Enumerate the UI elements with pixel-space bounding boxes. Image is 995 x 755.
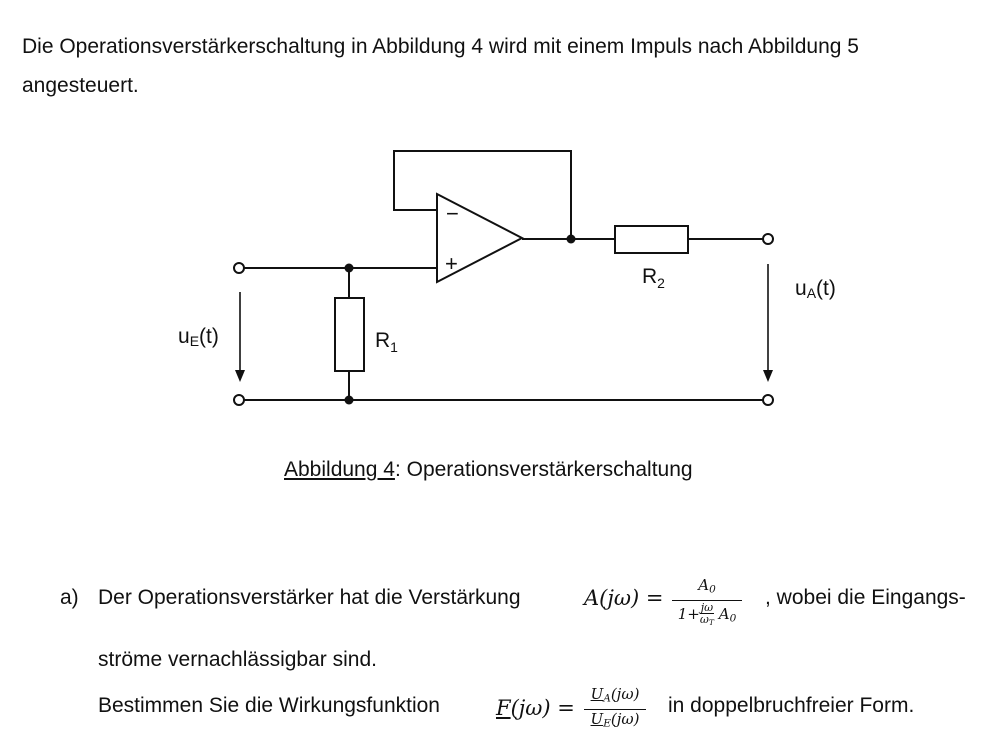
task-a-line2: ströme vernachlässigbar sind. [98,648,377,671]
task-marker: a) [60,586,79,609]
opamp-circuit-diagram: − + R1 R2 uE(t) uA(t) [178,150,836,406]
ua-arrowhead [763,370,773,382]
junction-output [566,234,576,244]
resistor-r2 [614,225,689,254]
task-a-line3: Bestimmen Sie die Wirkungsfunktion [98,694,440,717]
ue-arrowhead [235,370,245,382]
figure-caption: Abbildung 4: Operationsverstärkerschaltu… [284,458,693,482]
junction-ground [344,395,354,405]
task-a-line3-suffix: in doppelbruchfreier Form. [668,694,915,717]
task-a-line1-suffix: , wobei die Eingangs- [765,586,966,609]
feedback-wire [393,150,572,239]
transfer-function-lhs: F(jω) = [496,696,575,720]
opamp-triangle [436,192,525,284]
ua-label: uA(t) [795,277,836,301]
intro-paragraph: Die Operationsverstärkerschaltung in Abb… [22,35,859,97]
gain-formula-lhs: A(jω) = [584,586,664,610]
r1-label: R1 [375,329,398,355]
figure-title: : Operationsverstärkerschaltung [394,458,693,481]
junction-input [344,263,354,273]
output-terminal-top [762,233,774,245]
figure-reference: Abbildung 4 [284,458,395,481]
transfer-function-fraction: UA(jω) UE(jω) [584,686,646,732]
minus-label: − [446,201,459,226]
input-terminal-top [233,262,245,274]
ue-label: uE(t) [178,325,219,349]
resistor-r1 [334,297,365,372]
output-terminal-bottom [762,394,774,406]
task-a-line1: Der Operationsverstärker hat die Verstär… [98,586,521,609]
input-terminal-bottom [233,394,245,406]
plus-label: + [445,251,458,276]
r2-label: R2 [642,265,665,291]
